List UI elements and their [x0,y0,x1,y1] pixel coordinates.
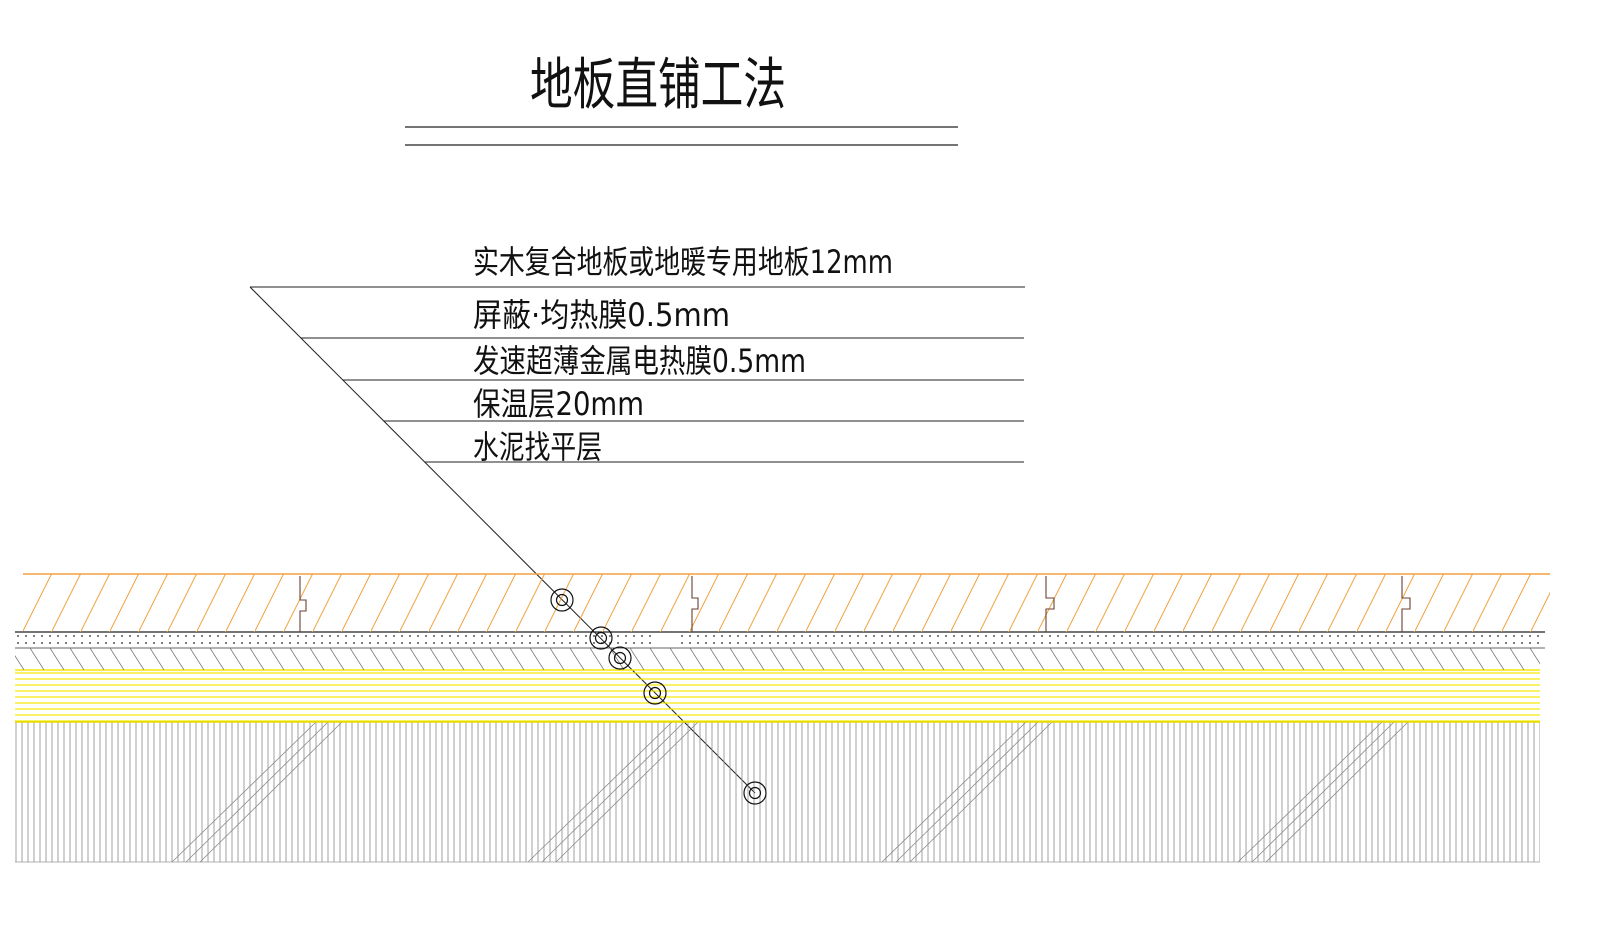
layer-label-cement-screed: 水泥找平层 [473,428,602,466]
concrete-layer [15,722,1540,862]
layer-label-insulation: 保温层20mm [473,385,644,423]
marker-flooring-icon [550,588,574,612]
layer-markers [550,588,767,805]
flooring-layer [23,574,1550,632]
layer-label-flooring: 实木复合地板或地暖专用地板12mm [473,243,893,281]
layer-label-shield-film: 屏蔽·均热膜0.5mm [473,296,730,334]
marker-insulation-icon [643,681,667,705]
concrete-diagonal-bands [171,721,1409,863]
leader-lines [249,286,1025,794]
insulation-layer [15,670,1540,722]
floor-board-joints [299,576,1411,632]
heating-film-layer [15,648,1540,670]
layer-label-heating-film: 发速超薄金属电热膜0.5mm [473,342,806,380]
marker-shield-film-icon [589,626,613,650]
shield-film-layer-left [15,633,657,648]
marker-heating-film-icon [608,646,632,670]
section-layers [15,573,1550,863]
shield-film-layer-right [680,633,1545,648]
diagram-title: 地板直铺工法 [530,53,786,118]
marker-cement-icon [743,781,767,805]
